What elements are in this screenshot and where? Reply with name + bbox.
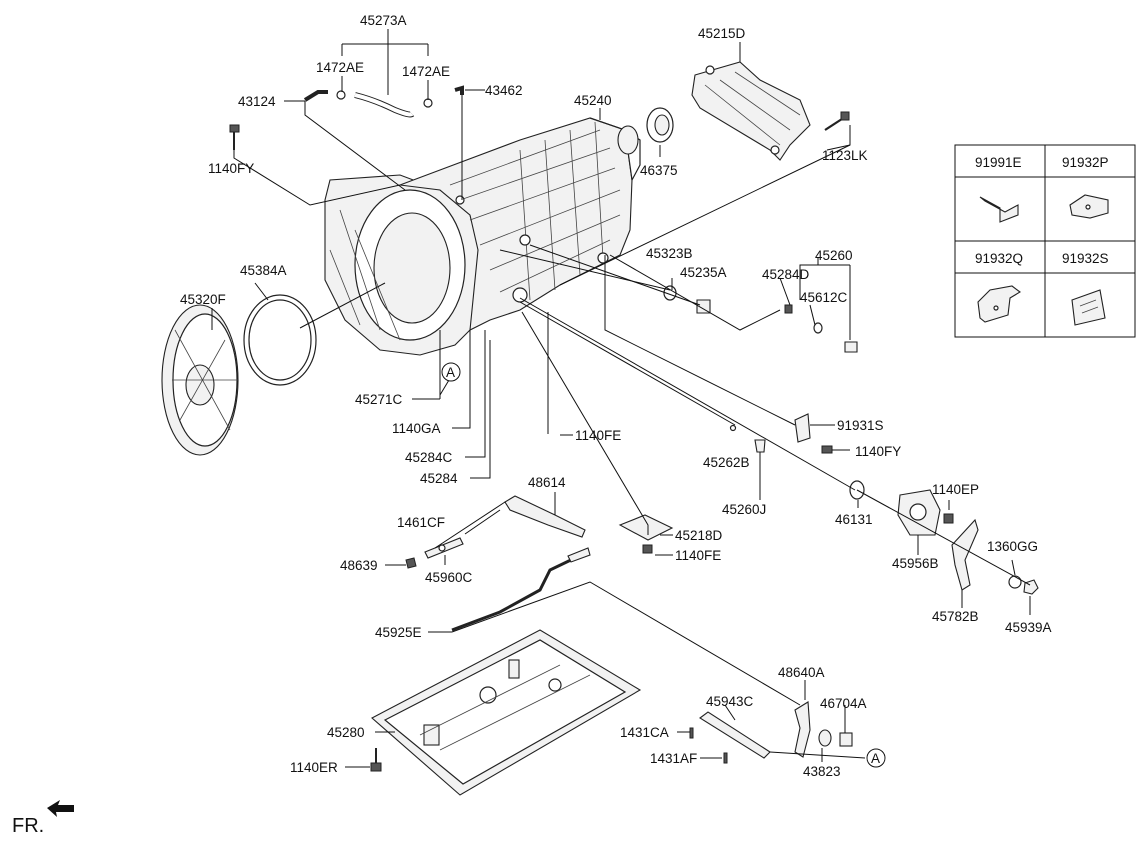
bushing-43823 bbox=[818, 729, 832, 747]
label-45271c: 45271C bbox=[355, 392, 403, 407]
clip-91932p-icon bbox=[1069, 194, 1109, 219]
label-1360gg: 1360GG bbox=[987, 539, 1038, 554]
label-45284c: 45284C bbox=[405, 450, 453, 465]
label-46375: 46375 bbox=[640, 163, 678, 178]
front-label: FR. bbox=[12, 815, 44, 837]
label-1140fe: 1140FE bbox=[575, 428, 621, 443]
reference-a-upper: A bbox=[441, 362, 461, 382]
lever-48614 bbox=[504, 495, 586, 538]
label-1472ae: 1472AE bbox=[402, 64, 450, 79]
parts-45260 bbox=[784, 304, 858, 353]
label-45280: 45280 bbox=[327, 725, 365, 740]
label-1472ae: 1472AE bbox=[316, 60, 364, 75]
label-45262b: 45262B bbox=[703, 455, 750, 470]
parts-45260j bbox=[729, 424, 766, 453]
label-45323b: 45323B bbox=[646, 246, 693, 261]
label-1461cf: 1461CF bbox=[397, 515, 445, 530]
part-labels: 45273A 1472AE 1472AE 43124 43462 45240 4… bbox=[180, 13, 1052, 779]
label-45284d: 45284D bbox=[762, 267, 810, 282]
label-1140fy: 1140FY bbox=[855, 444, 901, 459]
table-cell-91932p: 91932P bbox=[1062, 155, 1109, 170]
ref-a-label: A bbox=[446, 365, 455, 380]
label-43823: 43823 bbox=[803, 764, 841, 779]
label-45240: 45240 bbox=[574, 93, 612, 108]
hose-45273a bbox=[303, 85, 464, 118]
label-45612c: 45612C bbox=[800, 290, 848, 305]
nut-1360gg bbox=[1008, 575, 1022, 589]
label-43124: 43124 bbox=[238, 94, 276, 109]
label-45218d: 45218D bbox=[675, 528, 723, 543]
label-45782b: 45782B bbox=[932, 609, 979, 624]
label-45943c: 45943C bbox=[706, 694, 754, 709]
label-1123lk: 1123LK bbox=[822, 148, 868, 163]
label-45384a: 45384A bbox=[240, 263, 287, 278]
label-45925e: 45925E bbox=[375, 625, 422, 640]
table-cell-91932q: 91932Q bbox=[975, 251, 1023, 266]
lever-45782b bbox=[951, 518, 979, 591]
label-1140fe: 1140FE bbox=[675, 548, 721, 563]
label-45273a: 45273A bbox=[360, 13, 407, 28]
clip-91932q-icon bbox=[977, 285, 1021, 323]
label-1431ca: 1431CA bbox=[620, 725, 669, 740]
table-cell-91991e: 91991E bbox=[975, 155, 1022, 170]
bushing-46704a bbox=[839, 732, 853, 747]
label-48639: 48639 bbox=[340, 558, 378, 573]
nut-45939a bbox=[1023, 579, 1039, 595]
label-45284: 45284 bbox=[420, 471, 458, 486]
label-91931s: 91931S bbox=[837, 418, 884, 433]
label-45215d: 45215D bbox=[698, 26, 746, 41]
bolt-1140fy-top bbox=[229, 124, 240, 150]
torque-converter bbox=[161, 304, 239, 456]
label-45939a: 45939A bbox=[1005, 620, 1052, 635]
oil-seal-46375 bbox=[646, 107, 674, 143]
label-45956b: 45956B bbox=[892, 556, 939, 571]
seal-ring-45384a bbox=[243, 294, 317, 386]
parts-table: 91991E 91932P 91932Q 91932S bbox=[954, 144, 1136, 338]
clip-91932s-icon bbox=[1071, 289, 1106, 326]
leader-lines bbox=[211, 29, 1031, 768]
bolt-1123lk bbox=[824, 111, 850, 131]
label-46131: 46131 bbox=[835, 512, 873, 527]
label-45960c: 45960C bbox=[425, 570, 473, 585]
label-45260j: 45260J bbox=[722, 502, 766, 517]
table-cell-91932s: 91932S bbox=[1062, 251, 1109, 266]
front-direction-marker: FR. bbox=[12, 800, 74, 837]
rod-45925e bbox=[451, 547, 591, 632]
label-1140er: 1140ER bbox=[290, 760, 338, 775]
oil-pan bbox=[371, 629, 642, 796]
range-sensor-45956b bbox=[897, 489, 954, 536]
label-1140fy: 1140FY bbox=[208, 161, 254, 176]
clip-91991e-icon bbox=[979, 196, 1019, 223]
label-48640a: 48640A bbox=[778, 665, 825, 680]
plate-45218d bbox=[618, 514, 674, 554]
ref-a-label: A bbox=[871, 751, 880, 766]
label-48614: 48614 bbox=[528, 475, 566, 490]
label-45320f: 45320F bbox=[180, 292, 226, 307]
label-1140ga: 1140GA bbox=[392, 421, 441, 436]
label-45260: 45260 bbox=[815, 248, 853, 263]
mount-bracket bbox=[691, 61, 811, 161]
label-1140ep: 1140EP bbox=[932, 482, 979, 497]
lever-48640a bbox=[794, 701, 811, 758]
transmission-case bbox=[324, 117, 641, 356]
bolt-1140er bbox=[370, 748, 382, 772]
shaft-45943c bbox=[689, 711, 771, 764]
label-45235a: 45235A bbox=[680, 265, 727, 280]
front-arrow-icon bbox=[47, 800, 74, 817]
bracket-91931s bbox=[794, 413, 833, 454]
label-46704a: 46704A bbox=[820, 696, 867, 711]
reference-a-lower: A bbox=[866, 748, 886, 768]
label-43462: 43462 bbox=[485, 83, 523, 98]
label-1431af: 1431AF bbox=[650, 751, 697, 766]
shaft-45960c bbox=[405, 537, 464, 569]
